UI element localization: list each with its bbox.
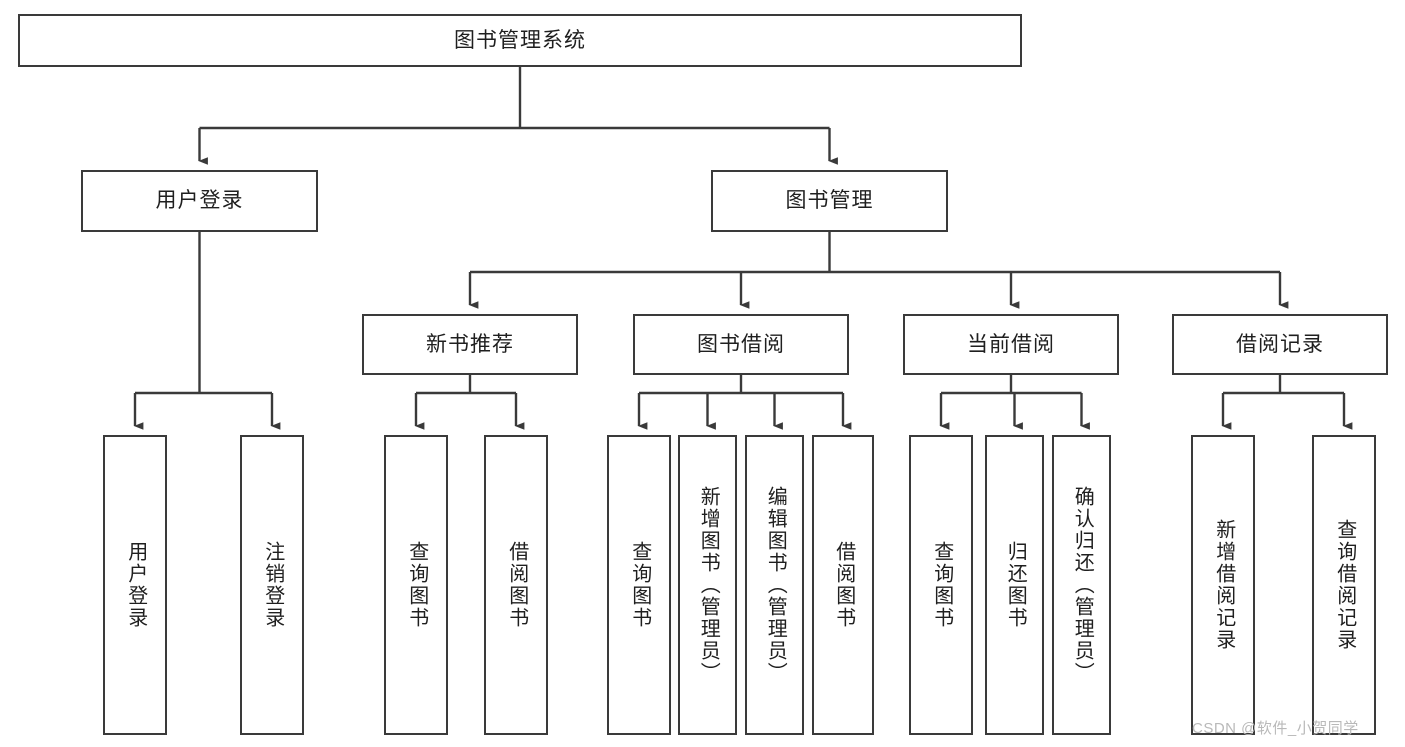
node-label: 确认归还（管理员）: [1071, 486, 1094, 684]
node-user-login[interactable]: 用户登录: [81, 170, 318, 232]
node-book-manage[interactable]: 图书管理: [711, 170, 948, 232]
csdn-watermark: CSDN @软件_小贺同学: [1192, 720, 1359, 737]
node-new-book-recommend[interactable]: 新书推荐: [362, 314, 578, 375]
leaf-borrow-book-2[interactable]: 借阅图书: [812, 435, 874, 735]
leaf-add-borrow-record[interactable]: 新增借阅记录: [1191, 435, 1255, 735]
node-label: 图书借阅: [697, 332, 785, 356]
leaf-confirm-return-admin[interactable]: 确认归还（管理员）: [1052, 435, 1111, 735]
node-label: 注销登录: [261, 541, 284, 629]
connector-group: [133, 67, 1353, 430]
leaf-add-book-admin[interactable]: 新增图书（管理员）: [678, 435, 737, 735]
node-book-borrow[interactable]: 图书借阅: [633, 314, 849, 375]
leaf-logout-login[interactable]: 注销登录: [240, 435, 304, 735]
node-label: 借阅图书: [505, 541, 528, 629]
node-label: 查询借阅记录: [1333, 519, 1356, 651]
leaf-user-login[interactable]: 用户登录: [103, 435, 167, 735]
leaf-query-book-2[interactable]: 查询图书: [607, 435, 671, 735]
node-label: 新增图书（管理员）: [697, 486, 720, 684]
node-label: 借阅图书: [832, 541, 855, 629]
leaf-query-book-3[interactable]: 查询图书: [909, 435, 973, 735]
node-label: 用户登录: [155, 189, 244, 213]
leaf-borrow-book-1[interactable]: 借阅图书: [484, 435, 548, 735]
leaf-query-borrow-record[interactable]: 查询借阅记录: [1312, 435, 1376, 735]
node-label: 用户登录: [124, 541, 147, 629]
node-label: 查询图书: [628, 541, 651, 629]
node-label: 图书管理系统: [454, 28, 586, 52]
leaf-query-book-1[interactable]: 查询图书: [384, 435, 448, 735]
node-label: 图书管理: [785, 189, 874, 213]
node-system-root[interactable]: 图书管理系统: [18, 14, 1022, 67]
node-label: 新增借阅记录: [1212, 519, 1235, 651]
leaf-return-book[interactable]: 归还图书: [985, 435, 1044, 735]
leaf-edit-book-admin[interactable]: 编辑图书（管理员）: [745, 435, 804, 735]
node-label: 借阅记录: [1236, 332, 1324, 356]
node-label: 归还图书: [1004, 541, 1027, 629]
node-label: 编辑图书（管理员）: [764, 486, 787, 684]
node-label: 查询图书: [405, 541, 428, 629]
node-borrow-record[interactable]: 借阅记录: [1172, 314, 1388, 375]
node-label: 新书推荐: [426, 332, 514, 356]
node-current-borrow[interactable]: 当前借阅: [903, 314, 1119, 375]
node-label: 当前借阅: [967, 332, 1055, 356]
node-label: 查询图书: [930, 541, 953, 629]
